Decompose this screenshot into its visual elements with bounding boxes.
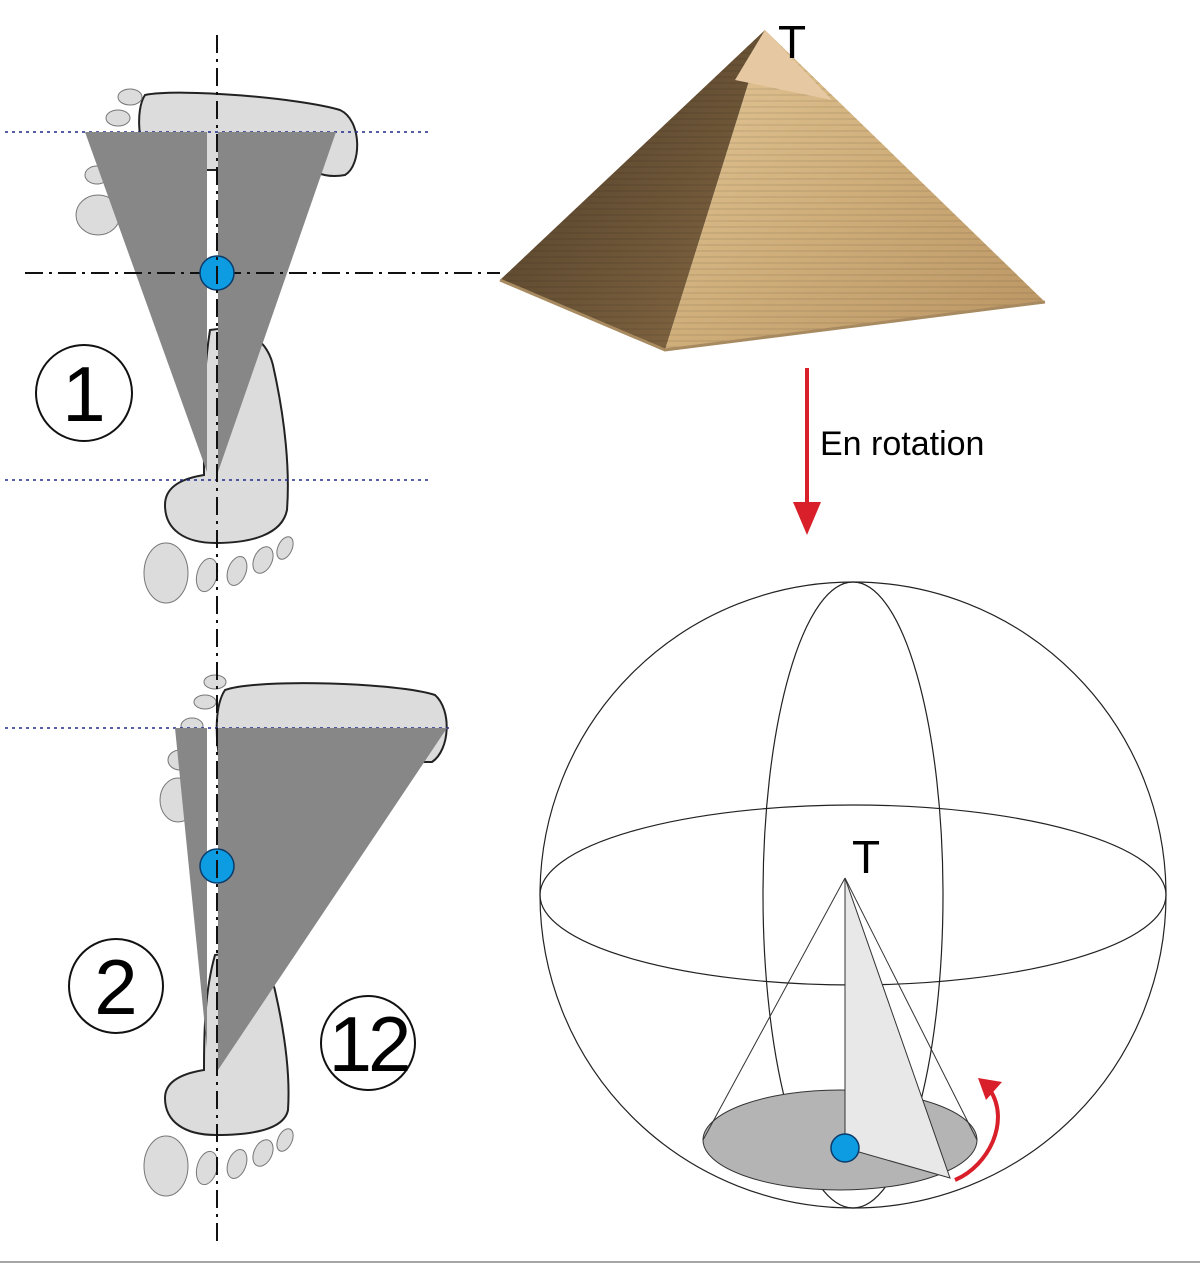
- cone-edge-right: [844, 877, 978, 1141]
- triangle-right-half: [218, 132, 336, 472]
- triangle-left-sliver: [175, 728, 207, 1048]
- down-arrow-icon: [793, 502, 821, 535]
- pyramid-illustration: T: [499, 16, 1046, 352]
- pyramid-apex-label: T: [778, 16, 806, 68]
- triangle-left-half: [85, 132, 207, 472]
- toe-oval: [117, 88, 143, 106]
- toe-oval: [143, 1135, 189, 1197]
- rotation-down-arrow: [793, 368, 821, 535]
- toe-oval: [276, 536, 294, 560]
- center-point: [830, 1133, 860, 1163]
- toe-oval: [143, 542, 189, 604]
- pyramid-casing-cap: [735, 30, 832, 100]
- toe-oval: [252, 546, 274, 574]
- rotation-caption: En rotation: [820, 425, 984, 463]
- step-12-circle: [320, 995, 416, 1091]
- step-2-label: 2: [94, 943, 137, 1031]
- curved-arrow-icon: [954, 1088, 1000, 1182]
- toe-oval: [226, 556, 248, 586]
- pyramid-base-edge: [499, 278, 1046, 352]
- cone-section-face: [844, 877, 951, 1179]
- triangle-right-wedge: [218, 728, 447, 1070]
- sphere-apex-label: T: [852, 831, 880, 883]
- sphere-illustration: T: [539, 581, 1167, 1209]
- toe-oval: [276, 1128, 294, 1152]
- sphere-meridian: [762, 581, 944, 1209]
- toe-oval: [203, 674, 227, 690]
- curved-arrow-head: [978, 1078, 1002, 1100]
- step-1-circle: [35, 344, 133, 442]
- pyramid-texture: [500, 30, 1045, 350]
- step-1-label: 1: [62, 350, 105, 438]
- step-2-circle: [68, 938, 164, 1034]
- figure-1-group: 1: [5, 88, 500, 604]
- toe-oval: [105, 109, 131, 127]
- toe-oval: [226, 1149, 248, 1179]
- cone-edge-left: [702, 877, 846, 1141]
- toe-oval: [252, 1139, 274, 1167]
- step-12-label: 12: [329, 1000, 408, 1088]
- figure-2-group: 2 12: [5, 674, 450, 1197]
- toe-oval: [193, 694, 217, 710]
